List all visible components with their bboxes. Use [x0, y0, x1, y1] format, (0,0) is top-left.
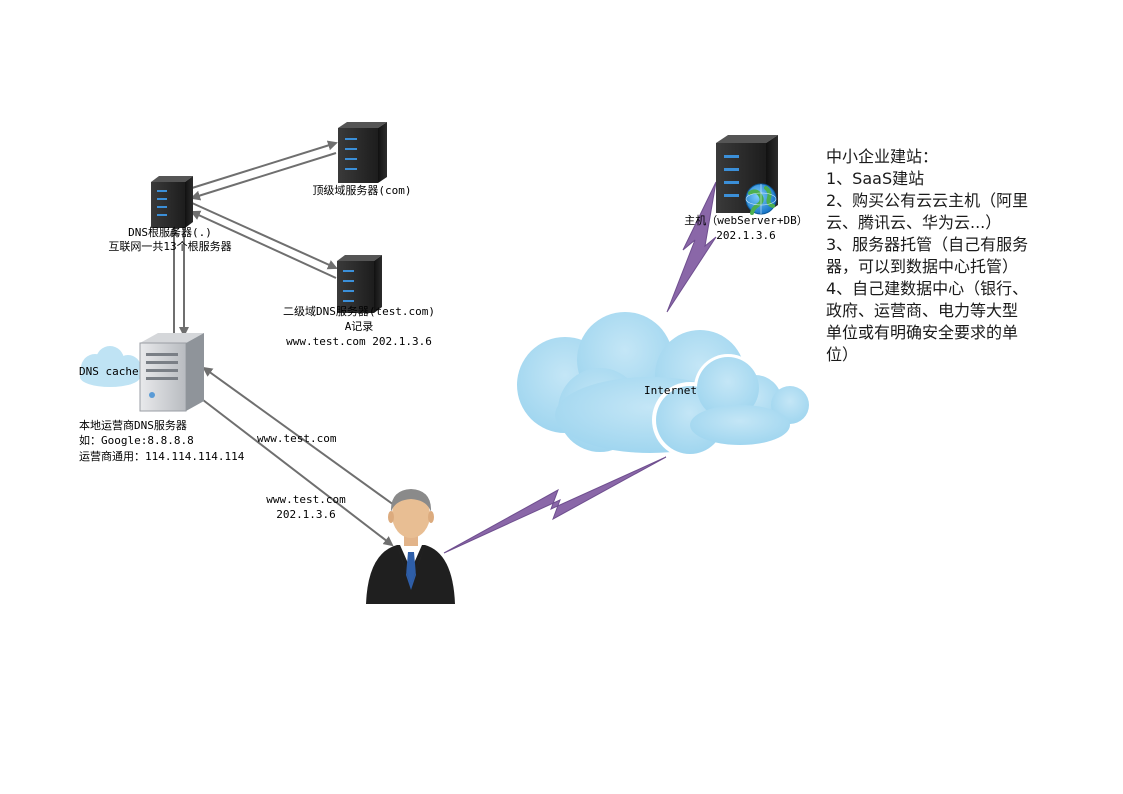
host-label: 主机（webServer+DB） — [684, 214, 808, 227]
root-server-count-label: 互联网一共13个根服务器 — [108, 240, 232, 253]
tld-server-label: 顶级域服务器(com) — [312, 184, 412, 197]
root-dns-server-icon — [151, 176, 193, 228]
notes-line: 4、自己建数据中心（银行、 — [826, 279, 1029, 298]
root-to-tld-arrow — [191, 140, 338, 189]
internet-host-link — [666, 181, 717, 313]
notes-line: 单位或有明确安全要求的单 — [826, 323, 1019, 342]
sld-a-record-label: A记录 — [344, 320, 374, 333]
answer-domain-label: www.test.com — [266, 493, 346, 506]
internet-label: Internet — [644, 384, 697, 397]
notes-line: 云、腾讯云、华为云...） — [826, 213, 1002, 232]
sld-record-value: www.test.com 202.1.3.6 — [286, 335, 432, 348]
local-dns-server-icon — [139, 333, 204, 412]
dns-answer-arrow — [202, 399, 394, 547]
root-to-sld-arrow — [191, 202, 338, 270]
query-label: www.test.com — [257, 432, 337, 445]
notes-line: 中小企业建站： — [826, 147, 939, 166]
isp-dns-label: 运营商通用：114.114.114.114 — [79, 450, 245, 463]
answer-ip-label: 202.1.3.6 — [276, 508, 336, 521]
notes-line: 位） — [826, 345, 859, 364]
host-ip-label: 202.1.3.6 — [716, 229, 776, 242]
google-dns-label: 如：Google:8.8.8.8 — [79, 434, 194, 447]
user-query-arrow — [202, 366, 395, 506]
notes-line: 政府、运营商、电力等大型 — [826, 301, 1019, 320]
notes-line: 2、购买公有云云主机（阿里 — [826, 191, 1029, 210]
user-avatar-icon — [366, 489, 455, 604]
internet-cloud — [517, 312, 812, 458]
tld-server-icon — [338, 122, 387, 183]
notes-line: 3、服务器托管（自己有服务 — [826, 235, 1029, 254]
notes-line: 1、SaaS建站 — [826, 169, 925, 188]
root-server-label: DNS根服务器(.) — [128, 226, 212, 239]
user-internet-link — [443, 456, 667, 554]
dns-cache-label: DNS cache — [79, 365, 139, 378]
site-building-notes: 中小企业建站： 1、SaaS建站 2、购买公有云云主机（阿里 云、腾讯云、华为云… — [826, 146, 1028, 366]
sld-server-icon — [337, 255, 382, 313]
notes-line: 器，可以到数据中心托管） — [826, 257, 1019, 276]
sld-server-label: 二级域DNS服务器(test.com) — [282, 305, 436, 318]
tld-to-root-arrow — [190, 152, 337, 201]
sld-to-root-arrow — [190, 210, 337, 279]
globe-icon — [745, 183, 777, 215]
dns-cache-cloud — [80, 346, 141, 387]
local-dns-label: 本地运营商DNS服务器 — [79, 419, 187, 432]
